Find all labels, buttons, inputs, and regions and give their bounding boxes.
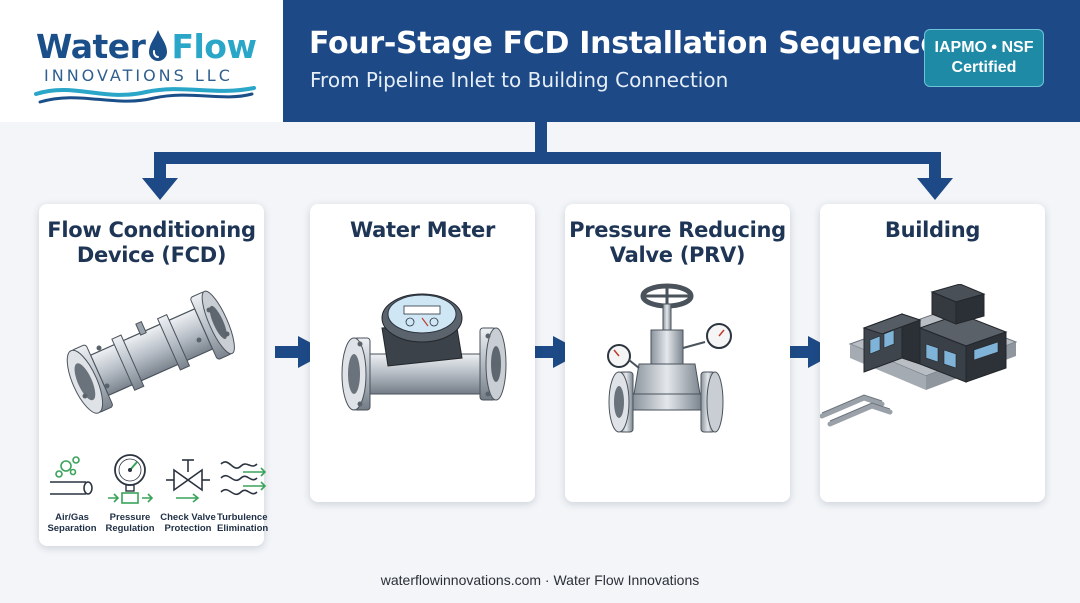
feature-label-line2: Elimination: [217, 523, 269, 534]
company-logo: Water Flow INNOVATIONS LLC: [0, 0, 283, 122]
stage-card-fcd: Flow Conditioning Device (FCD): [39, 204, 269, 546]
turbulence-icon: [220, 461, 267, 496]
trunk-connector-line: [535, 120, 547, 158]
feature-label-line1: Air/Gas: [55, 512, 89, 523]
badge-line1: IAPMO • NSF: [934, 39, 1034, 56]
feature-label-line1: Turbulence: [217, 512, 268, 523]
feature-label-line1: Check Valve: [160, 512, 216, 523]
stage-title-fcd: Flow Conditioning Device (FCD): [39, 218, 264, 268]
stage-title-line2: Valve (PRV): [609, 243, 746, 267]
stage-title-line2: Device (FCD): [76, 243, 227, 267]
feature-turbulence-elimination: Turbulence Elimination: [217, 452, 269, 534]
check-valve-icon: [166, 459, 210, 503]
logo-wordmark: Water Flow: [36, 26, 257, 66]
stage-title-water-meter: Water Meter: [310, 218, 535, 243]
feature-label-line1: Pressure: [109, 512, 151, 523]
stage-title-line1: Water Meter: [349, 218, 495, 242]
logo-word-flow: Flow: [171, 26, 257, 66]
logo-waves-icon: [34, 86, 256, 104]
header-banner: Four-Stage FCD Installation Sequence Fro…: [283, 0, 1080, 122]
footer-text: waterflowinnovations.com · Water Flow In…: [380, 572, 700, 588]
air-bubbles-icon: [50, 456, 93, 495]
stage-card-water-meter: Water Meter: [310, 204, 535, 502]
water-meter-illustration: [341, 293, 507, 411]
feature-label-line2: Regulation: [105, 523, 155, 534]
stage-title-line1: Pressure Reducing: [569, 218, 786, 242]
pressure-gauge-icon: [108, 454, 154, 504]
feature-pressure-regulation: Pressure Regulation: [101, 452, 159, 534]
fcd-pipe-spool-illustration: [66, 290, 235, 414]
stage-title-prv: Pressure Reducing Valve (PRV): [565, 218, 790, 268]
stage-title-building: Building: [820, 218, 1045, 243]
prv-valve-illustration: [607, 283, 732, 433]
certification-badge: IAPMO • NSF Certified: [924, 29, 1044, 87]
arrow-down-to-fcd-icon: [142, 178, 178, 200]
page-subtitle: From Pipeline Inlet to Building Connecti…: [310, 68, 729, 92]
logo-word-water: Water: [36, 26, 146, 66]
stage-title-line1: Flow Conditioning: [47, 218, 256, 242]
water-drop-icon: [149, 30, 168, 61]
feature-label-line2: Protection: [164, 523, 212, 534]
stage-title-line1: Building: [884, 218, 981, 242]
feature-check-valve-protection: Check Valve Protection: [159, 452, 217, 534]
stage-card-prv: Pressure Reducing Valve (PRV): [565, 204, 790, 502]
badge-line2: Certified: [951, 59, 1017, 76]
left-drop-line: [154, 152, 166, 180]
feature-label-line2: Separation: [47, 523, 97, 534]
right-drop-line: [929, 152, 941, 180]
building-illustration: [820, 284, 1018, 427]
page-title: Four-Stage FCD Installation Sequence: [309, 26, 941, 61]
branch-connector-line: [154, 152, 940, 164]
stage-card-building: Building: [820, 204, 1045, 502]
arrow-down-to-building-icon: [917, 178, 953, 200]
logo-subtitle: INNOVATIONS LLC: [44, 66, 233, 85]
feature-air-gas-separation: Air/Gas Separation: [43, 452, 101, 534]
